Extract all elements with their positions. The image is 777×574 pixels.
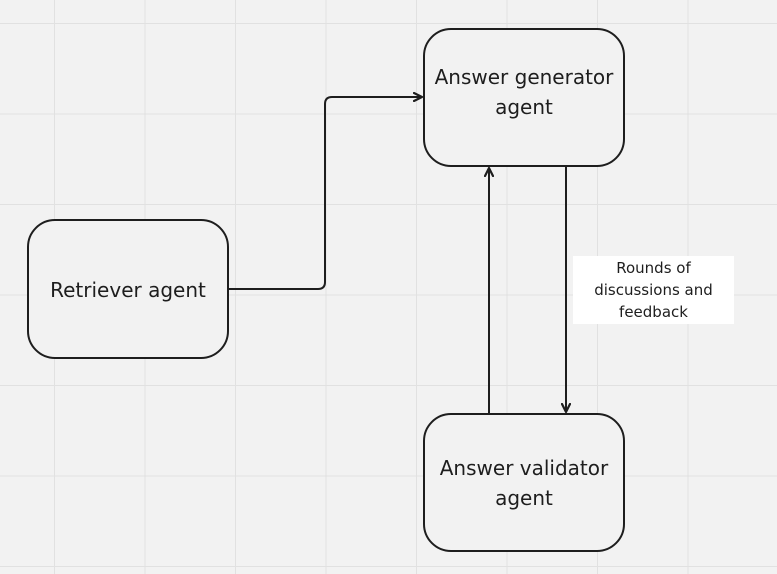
- node-label: Retriever agent: [50, 278, 206, 302]
- edge-retriever-to-generator: [229, 97, 421, 290]
- edge-label-rounds-of-discussion: Rounds of discussions and feedback: [573, 256, 734, 324]
- answer-validator-agent-node[interactable]: Answer validator agent: [423, 413, 625, 552]
- node-label: Answer validator agent: [439, 455, 609, 510]
- answer-generator-agent-node[interactable]: Answer generator agent: [423, 28, 625, 167]
- node-label: Answer generator agent: [434, 64, 614, 119]
- edge-label-text: Rounds of discussions and feedback: [594, 259, 713, 321]
- retriever-agent-node[interactable]: Retriever agent: [27, 219, 229, 359]
